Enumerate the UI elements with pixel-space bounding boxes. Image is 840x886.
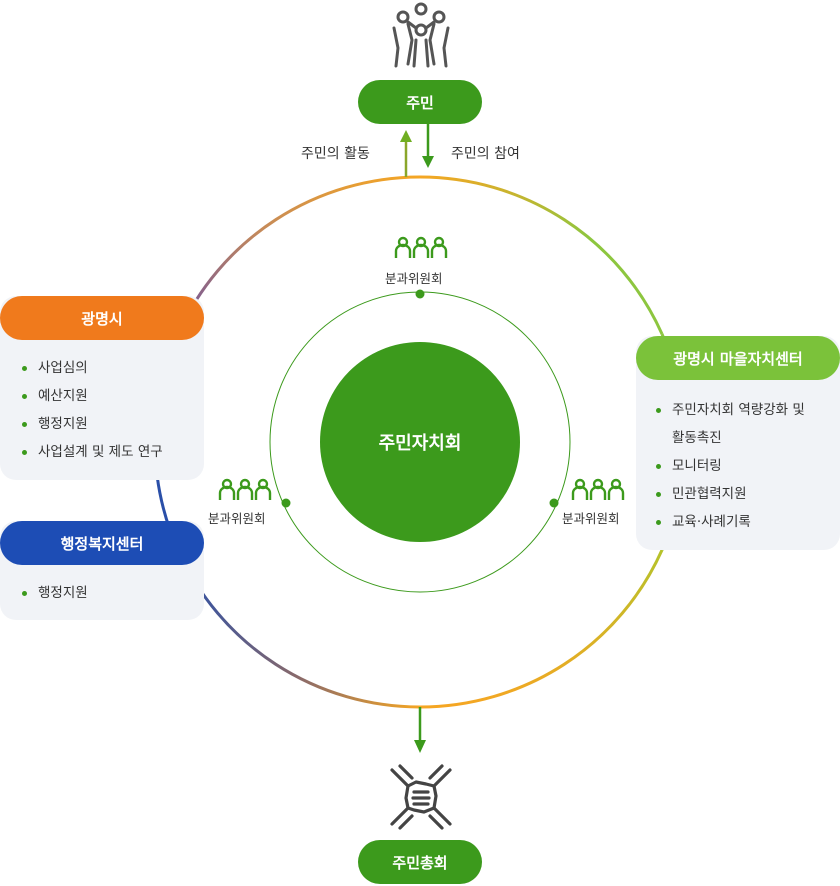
welfare-center-card: 행정복지센터 행정지원 bbox=[0, 521, 204, 620]
welfare-center-title: 행정복지센터 bbox=[0, 521, 204, 565]
list-item: 주민자치회 역량강화 및 bbox=[656, 396, 836, 424]
gwangmyeong-title: 광명시 bbox=[0, 296, 204, 340]
assembly-label: 주민총회 bbox=[392, 853, 448, 872]
list-item: 예산지원 bbox=[22, 382, 163, 410]
hands-together-icon bbox=[390, 764, 452, 830]
people-group-icon bbox=[392, 2, 450, 68]
resident-council-circle: 주민자치회 bbox=[320, 342, 520, 542]
list-item: 민관협력지원 bbox=[656, 480, 836, 508]
residents-pill: 주민 bbox=[358, 80, 482, 124]
list-item-continued: 활동촉진 bbox=[672, 430, 722, 446]
center-label: 주민자치회 bbox=[378, 433, 462, 454]
team-icon bbox=[571, 478, 625, 500]
list-item: 사업심의 bbox=[22, 354, 163, 382]
subcommittee-top-label: 분과위원회 bbox=[385, 271, 443, 286]
list-item: 사업설계 및 제도 연구 bbox=[22, 438, 163, 466]
list-item: 교육·사례기록 bbox=[656, 508, 836, 536]
flow-up-label: 주민의 활동 bbox=[301, 146, 370, 162]
assembly-pill: 주민총회 bbox=[358, 840, 482, 884]
subcommittee-left-label: 분과위원회 bbox=[208, 511, 266, 526]
team-icon bbox=[218, 478, 272, 500]
welfare-center-list: 행정지원 bbox=[22, 579, 88, 607]
subcommittee-right-label: 분과위원회 bbox=[562, 511, 620, 526]
team-icon bbox=[394, 236, 448, 258]
gwangmyeong-list: 사업심의 예산지원 행정지원 사업설계 및 제도 연구 bbox=[22, 354, 163, 466]
gwangmyeong-card: 광명시 사업심의 예산지원 행정지원 사업설계 및 제도 연구 bbox=[0, 296, 204, 480]
flow-down-label: 주민의 참여 bbox=[451, 146, 520, 162]
list-item: 모니터링 bbox=[656, 452, 836, 480]
residents-label: 주민 bbox=[406, 93, 434, 112]
village-center-title: 광명시 마을자치센터 bbox=[636, 336, 840, 380]
village-center-card: 광명시 마을자치센터 주민자치회 역량강화 및 활동촉진 모니터링 민관협력지원… bbox=[636, 336, 840, 550]
village-center-list: 주민자치회 역량강화 및 활동촉진 모니터링 민관협력지원 교육·사례기록 bbox=[656, 396, 836, 536]
list-item: 행정지원 bbox=[22, 579, 88, 607]
list-item: 행정지원 bbox=[22, 410, 163, 438]
